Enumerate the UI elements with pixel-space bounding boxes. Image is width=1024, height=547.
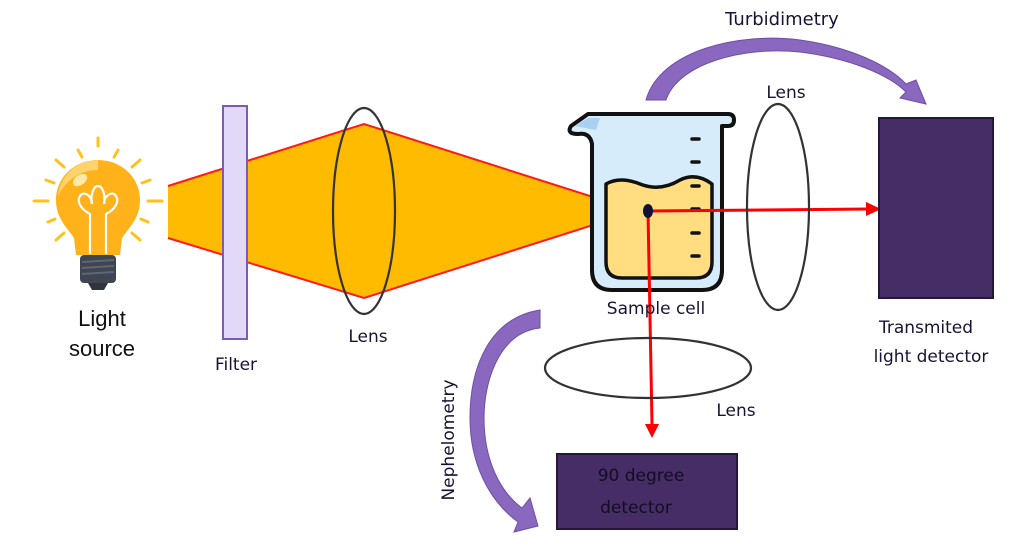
light-source-label-line2: source: [69, 336, 135, 361]
transmitted-detector-label-line2: light detector: [874, 347, 989, 367]
filter-label: Filter: [215, 355, 257, 375]
nephelometry-arrow: [469, 309, 541, 533]
light-source-label-line1: Light: [78, 306, 126, 331]
sample-cell-label: Sample cell: [607, 299, 705, 319]
turbidimetry-arrow: [645, 37, 927, 105]
ninety-degree-detector: [556, 453, 738, 530]
transmitted-ray-arrowhead: [866, 202, 881, 216]
scattered-ray-arrowhead: [645, 424, 659, 438]
lightbulb-icon: [32, 136, 164, 290]
scattering-particle: [643, 204, 653, 218]
light-beam: [168, 124, 637, 298]
transmitted-ray: [647, 207, 869, 213]
ninety-degree-detector-label-line2: detector: [600, 498, 672, 518]
scattered-ray: [646, 210, 654, 425]
lens-1: [331, 106, 397, 316]
filter: [222, 105, 248, 340]
lens-3: [543, 336, 753, 400]
transmitted-light-detector: [878, 117, 994, 299]
lens-3-label: Lens: [716, 401, 755, 421]
lens-1-label: Lens: [348, 327, 387, 347]
nephelometry-label: Nephelometry: [439, 379, 459, 500]
lens-2: [745, 102, 811, 312]
turbidimetry-label: Turbidimetry: [724, 9, 839, 30]
lens-2-label: Lens: [766, 83, 805, 103]
ninety-degree-detector-label-line1: 90 degree: [598, 466, 685, 486]
transmitted-detector-label-line1: Transmited: [878, 318, 973, 338]
beaker-icon: [567, 112, 736, 292]
